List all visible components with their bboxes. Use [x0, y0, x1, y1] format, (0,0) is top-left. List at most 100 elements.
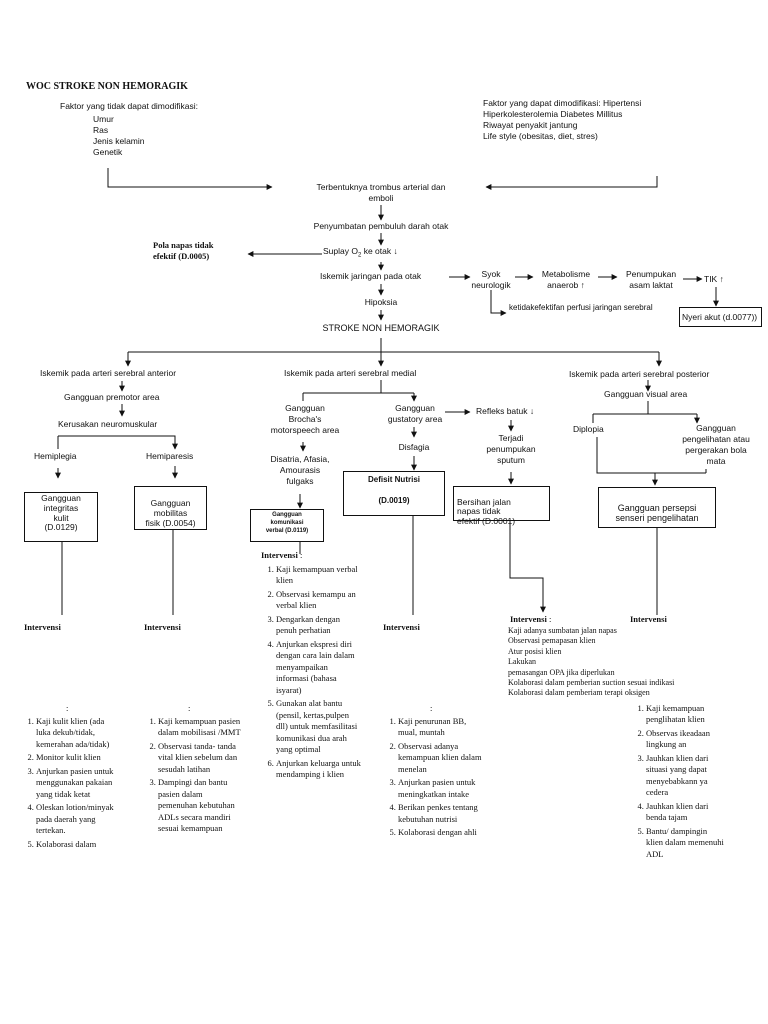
risk-item: Umur	[93, 114, 114, 124]
node-trombus: Terbentuknya trombus arterial dan emboli	[316, 182, 446, 204]
risk-line: Riwayat penyakit jantung	[483, 120, 578, 131]
medial-gustatory: Gangguan gustatory area	[387, 403, 443, 425]
list-item: Kolaborasi dalam pemberian suction sesua…	[508, 677, 675, 687]
list-item: Oleskan lotion/minyak pada daerah yang t…	[36, 802, 116, 836]
split-kerusakan	[57, 435, 175, 449]
list-item: Berikan penkes tentang kebutuhan nutrisi	[398, 802, 484, 825]
list-item: Observas ikeadaan lingkung an	[646, 728, 726, 751]
join-visual	[596, 437, 707, 485]
posterior-gangguan-bola: Gangguan pengelihatan atau pergerakan bo…	[682, 423, 750, 467]
medial-refleks: Refleks batuk ↓	[476, 406, 535, 416]
split-visual	[592, 401, 697, 423]
arrow-syok-perfusi	[490, 290, 507, 316]
dx-pola-napas: Pola napas tidak efektif (D.0005)	[153, 240, 214, 262]
list-item: Kaji kemampuan pasien dalam mobilisasi /…	[158, 716, 242, 739]
split-medial	[302, 380, 414, 401]
intervensi-label: Intervensi	[510, 614, 547, 624]
dx-nyeri-akut: Nyeri akut (d.0077))	[679, 307, 762, 327]
list-item: Kaji kulit klien (ada luka dekub/tidak, …	[36, 716, 116, 750]
list-item: Jauhkan klien dari benda tajam	[646, 801, 726, 824]
connector-left-risk	[107, 168, 273, 190]
risk-item: Jenis kelamin	[93, 136, 145, 147]
list-item: Observasi tanda- tanda vital klien sebel…	[158, 741, 242, 775]
intervensi-jalan-napas-list: Kaji adanya sumbatan jalan napas Observa…	[508, 626, 674, 699]
list-item: Jauhkan klien dari situasi yang dapat me…	[646, 753, 726, 799]
list-item: Kaji kemampuan penglihatan klien	[646, 703, 726, 726]
anterior-hemiplegia: Hemiplegia	[34, 451, 77, 461]
intervensi-label: Intervensi	[261, 550, 298, 560]
posterior-diplopia: Diplopia	[573, 424, 604, 434]
node-tik: TIK ↑	[704, 274, 724, 284]
intervensi-komunikasi-heading: Intervensi :	[261, 550, 302, 561]
list-item: Observasi pemapasan klien	[508, 636, 596, 646]
list-item: Kolaborasi dalam pemberiam terapi oksige…	[508, 688, 650, 698]
risk-line: Hiperkolesterolemia Diabetes Millitus	[483, 109, 623, 120]
medial-title: Iskemik pada arteri serebral medial	[284, 368, 417, 378]
anterior-kerusakan: Kerusakan neuromuskular	[58, 419, 158, 429]
intervensi-label: Intervensi	[144, 622, 181, 632]
diagram-title: WOC STROKE NON HEMORAGIK	[26, 81, 188, 92]
list-item: Kolaborasi dengan ahli	[398, 827, 484, 838]
list-item: Observasi adanya kemampuan klien dalam m…	[398, 741, 484, 775]
intervensi-label: Intervensi	[630, 614, 667, 624]
medial-sputum: Terjadi penumpukan sputum	[486, 433, 536, 466]
connector-jalan-napas-intervensi	[509, 521, 546, 613]
list-item: Anjurkan pasien untuk meningkatkan intak…	[398, 777, 484, 800]
node-stroke: STROKE NON HEMORAGIK	[322, 323, 440, 333]
list-item: pemasangan OPA jika diperlukan	[508, 667, 615, 677]
list-item: Gunakan alat bantu (pensil, kertas,pulpe…	[276, 698, 362, 755]
intervensi-jalan-napas-heading: Intervensi :	[510, 614, 551, 625]
intervensi-persepsi-list: Kaji kemampuan penglihatan klien Observa…	[632, 703, 726, 972]
node-iskemik-otak: Iskemik jaringan pada otak	[320, 271, 422, 281]
dx-mobilitas-fisik: Gangguan mobilitas fisik (D.0054)	[134, 486, 207, 530]
list-item: Anjurkan pasien untuk menggunakan pakaia…	[36, 766, 116, 800]
node-syok: Syok neurologik	[471, 269, 511, 291]
connector-right-risk	[485, 176, 658, 190]
intervensi-colon: :	[188, 703, 191, 713]
suplay-end: ke otak ↓	[363, 246, 398, 256]
anterior-hemiparesis: Hemiparesis	[146, 451, 194, 461]
intervensi-nutrisi-list: Kaji penurunan BB, mual, muntah Observas…	[384, 716, 484, 972]
nonmodifiable-heading: Faktor yang tidak dapat dimodifikasi:	[60, 101, 198, 111]
medial-disatria: Disatria, Afasia, Amourasis fulgaks	[270, 454, 330, 487]
list-item: Lakukan	[508, 657, 536, 667]
list-item: Kaji kemampuan verbal klien	[276, 564, 362, 587]
dx-persepsi-sensori: Gangguan persepsi senseri pengelihatan	[598, 487, 716, 528]
intervensi-colon: :	[430, 703, 433, 713]
node-metabolisme: Metabolisme anaerob ↑	[541, 269, 591, 291]
medial-disfagia: Disfagia	[398, 442, 430, 452]
risk-line: Life style (obesitas, diet, stres)	[483, 131, 598, 142]
list-item: Monitor kulit klien	[36, 752, 116, 763]
node-penumpukan: Penumpukan asam laktat	[625, 269, 677, 291]
list-item: Kolaborasi dalam	[36, 839, 116, 850]
node-suplay: Suplay O2 ke otak ↓	[323, 246, 398, 260]
list-item: Bantu/ dampingin klien dalam memenuhi AD…	[646, 826, 726, 860]
dx-bersihan-jalan-napas: Bersihan jalan napas tidak efektif (D.00…	[453, 486, 550, 525]
intervensi-colon: :	[548, 614, 552, 624]
intervensi-colon: :	[66, 703, 69, 713]
list-item: Atur posisi klien	[508, 646, 562, 656]
nonmodifiable-list: Umur Ras Jenis kelamin Genetik	[93, 114, 145, 158]
dx-perfusi: ketidakefektifan perfusi jaringan serebr…	[509, 303, 653, 312]
risk-line: Faktor yang dapat dimodifikasi: Hiperten…	[483, 98, 642, 108]
intervensi-label: Intervensi	[383, 622, 420, 632]
modifiable-list: Faktor yang dapat dimodifikasi: Hiperten…	[483, 98, 641, 142]
node-penyumbatan: Penyumbatan pembuluh darah otak	[313, 221, 449, 231]
list-item: Anjurkan ekspresi diri dengan cara lain …	[276, 639, 362, 696]
list-item: Anjurkan keluarga untuk mendamping i kli…	[276, 758, 362, 781]
list-item: Observasi kemampu an verbal klien	[276, 589, 362, 612]
suplay-subscript: 2	[357, 252, 362, 259]
list-item: Dengarkan dengan penuh perhatian	[276, 614, 362, 637]
list-item: Dampingi dan bantu pasien dalam pemenuha…	[158, 777, 242, 834]
list-item: Kaji adanya sumbatan jalan napas	[508, 626, 617, 635]
posterior-title: Iskemik pada arteri serebral posterior	[569, 369, 710, 379]
anterior-title: Iskemik pada arteri serebral anterior	[40, 368, 177, 378]
intervensi-label: Intervensi	[24, 622, 61, 632]
risk-item: Ras	[93, 125, 109, 136]
intervensi-integritas-list: Kaji kulit klien (ada luka dekub/tidak, …	[22, 716, 116, 972]
node-hipoksia: Hipoksia	[364, 297, 398, 307]
risk-item: Genetik	[93, 147, 123, 158]
intervensi-colon: :	[299, 550, 303, 560]
dx-defisit-nutrisi: Defisit Nutrisi (D.0019)	[343, 471, 445, 516]
